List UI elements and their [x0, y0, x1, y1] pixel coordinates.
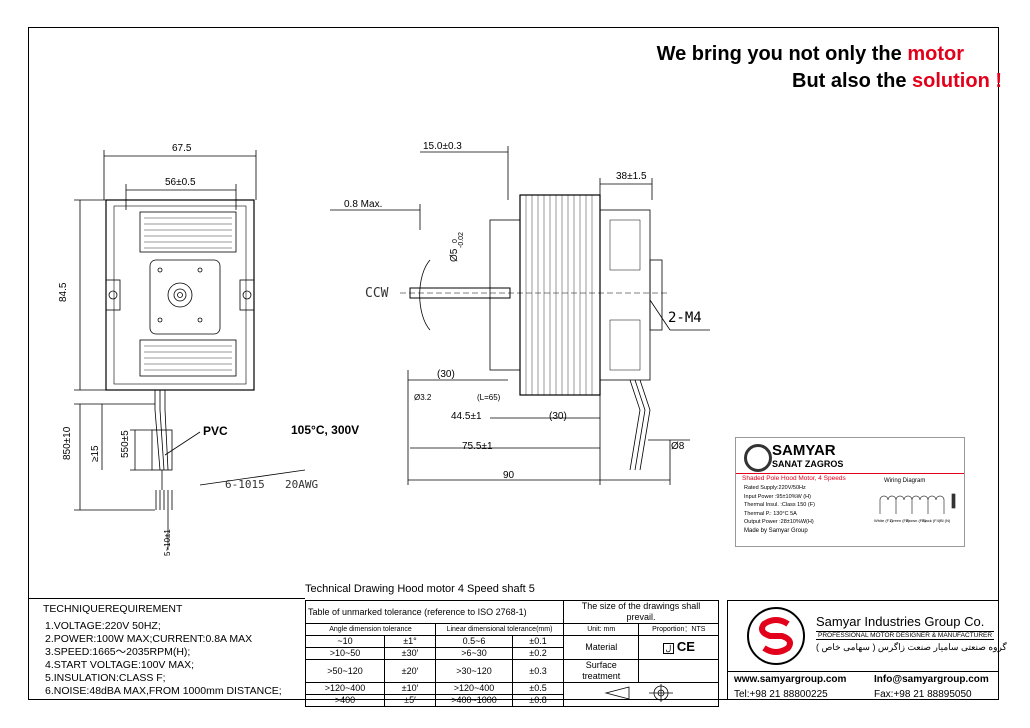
req-item: 5.INSULATION:CLASS F;: [45, 672, 166, 684]
wire-spec-2: 20AWG: [285, 478, 319, 491]
tol-cell: ±0.2: [512, 647, 564, 660]
req-item: 3.SPEED:1665～2035RPM(H);: [45, 646, 191, 658]
cert-icons: ل CE: [638, 635, 719, 660]
wire-spec-1: 6-1015: [225, 478, 265, 491]
card-divider: [736, 473, 964, 474]
dim-l65: (L=65): [477, 393, 501, 402]
req-item: 1.VOLTAGE:220V 50HZ;: [45, 620, 161, 632]
temp-voltage-label: 105°C, 300V: [291, 423, 360, 437]
dim-15-0: 15.0±0.3: [423, 141, 462, 152]
tagline-line1: We bring you not only the motor: [656, 43, 964, 65]
dim-90: 90: [503, 470, 515, 481]
angle-header: Angle dimension tolerance: [305, 623, 436, 636]
tolerance-table: Table of unmarked tolerance (reference t…: [305, 600, 719, 707]
company-persian: گروه صنعتی سامیار صنعت زاگرس ( سهامی خاص…: [816, 642, 1007, 652]
dim-phi3-2: Ø3.2: [414, 393, 432, 402]
company-left-rule: [727, 600, 728, 700]
tol-cell: ±30′: [384, 647, 436, 660]
company-fax: Fax:+98 21 88895050: [874, 689, 972, 700]
req-list: 1.VOLTAGE:220V 50HZ; 2.POWER:100W MAX;CU…: [45, 620, 282, 698]
company-subtitle: PROFESSIONAL MOTOR DESIGNER & MANUFACTUR…: [816, 631, 995, 640]
company-name: Samyar Industries Group Co.: [816, 614, 985, 629]
tol-cell: 0.5~6: [435, 635, 513, 648]
projection-symbol: [563, 682, 719, 707]
side-view-drawing: [330, 146, 710, 485]
tol-cell: >6~30: [435, 647, 513, 660]
wiring-coil-diagram: [879, 493, 956, 514]
tol-cell: ±0.1: [512, 635, 564, 648]
blank-cell: [638, 659, 719, 683]
proportion-cell: Proportion：NTS: [638, 623, 719, 636]
samyar-logo-icon: [744, 444, 772, 472]
tol-cell: ~10: [305, 635, 385, 648]
dim-44-5: 44.5±1: [451, 411, 482, 422]
ccw-label: CCW: [365, 286, 389, 301]
dim-0-8-max: 0.8 Max.: [344, 199, 383, 210]
tol-cell: ±0.8: [512, 694, 564, 707]
drawing-title: Technical Drawing Hood motor 4 Speed sha…: [305, 583, 535, 595]
card-maker: Made by Samyar Group: [744, 528, 808, 534]
tol-cell: >400~1000: [435, 694, 513, 707]
motor-label-card: SAMYAR SANAT ZAGROS Shaded Pole Hood Mot…: [735, 437, 965, 547]
tol-cell: >50~120: [305, 659, 385, 683]
tol-cell: ±1°: [384, 635, 436, 648]
card-specs: Rated Supply:220V/50Hz Input Power :95±1…: [744, 485, 815, 525]
tolerance-title: Table of unmarked tolerance (reference t…: [305, 600, 564, 624]
dim-30-right: (30): [549, 411, 567, 422]
dim-phi5-tol-bot: -0.02: [458, 232, 465, 248]
dim-84-5: 84.5: [58, 282, 69, 302]
card-product: Shaded Pole Hood Motor, 4 Speeds: [742, 475, 846, 482]
tol-cell: ±10′: [384, 682, 436, 695]
dim-38: 38±1.5: [616, 171, 647, 182]
dim-phi8: Ø8: [671, 441, 685, 452]
company-mid-rule: [727, 671, 999, 672]
material-cell: Material: [562, 635, 640, 660]
req-item: 4.START VOLTAGE:100V MAX;: [45, 659, 194, 671]
screw-2-m4: 2-M4: [668, 310, 702, 326]
tol-cell: ±20′: [384, 659, 436, 683]
tagline-line2: But also the solution !: [792, 70, 1002, 92]
tol-cell: ±0.3: [512, 659, 564, 683]
dim-5-10: 5~10±1: [163, 529, 172, 556]
card-sub: SANAT ZAGROS: [772, 459, 844, 469]
dim-850: 850±10: [62, 426, 73, 460]
company-website[interactable]: www.samyargroup.com: [734, 674, 847, 685]
card-brand: SAMYAR: [772, 442, 836, 459]
surface-cell: Surface treatment: [562, 659, 640, 683]
req-item: 6.NOISE:48dBA MAX,FROM 1000mm DISTANCE;: [45, 685, 282, 697]
tol-cell: >30~120: [435, 659, 513, 683]
pvc-label: PVC: [203, 424, 228, 438]
company-top-rule: [727, 600, 999, 601]
projection-symbol-icon: [604, 684, 673, 702]
company-email[interactable]: Info@samyargroup.com: [874, 674, 989, 685]
tol-cell: >400: [305, 694, 385, 707]
req-heading: TECHNIQUEREQUIREMENT: [43, 603, 183, 615]
dim-30-left: (30): [437, 369, 455, 380]
dim-15: ≥15: [90, 445, 101, 462]
front-view-drawing: [74, 150, 306, 550]
tol-cell: ±5′: [384, 694, 436, 707]
dim-phi5: Ø5: [449, 248, 460, 262]
wiring-title: Wiring Diagram: [884, 478, 926, 484]
unit-cell: Unit: mm: [562, 623, 640, 636]
company-tel: Tel:+98 21 88800225: [734, 689, 828, 700]
dim-550: 550±5: [120, 430, 131, 458]
dim-67-5: 67.5: [172, 143, 192, 154]
req-item: 2.POWER:100W MAX;CURRENT:0.8A MAX: [45, 633, 253, 645]
dim-75-5: 75.5±1: [462, 441, 493, 452]
size-note: The size of the drawings shall prevail.: [563, 600, 719, 624]
req-top-rule: [28, 598, 305, 599]
linear-header: Linear dimensional tolerance(mm): [435, 623, 564, 636]
tol-cell: >120~400: [435, 682, 513, 695]
dim-56: 56±0.5: [165, 177, 196, 188]
tol-cell: ±0.5: [512, 682, 564, 695]
company-logo-icon: [747, 607, 805, 665]
tol-cell: >120~400: [305, 682, 385, 695]
tol-cell: >10~50: [305, 647, 385, 660]
